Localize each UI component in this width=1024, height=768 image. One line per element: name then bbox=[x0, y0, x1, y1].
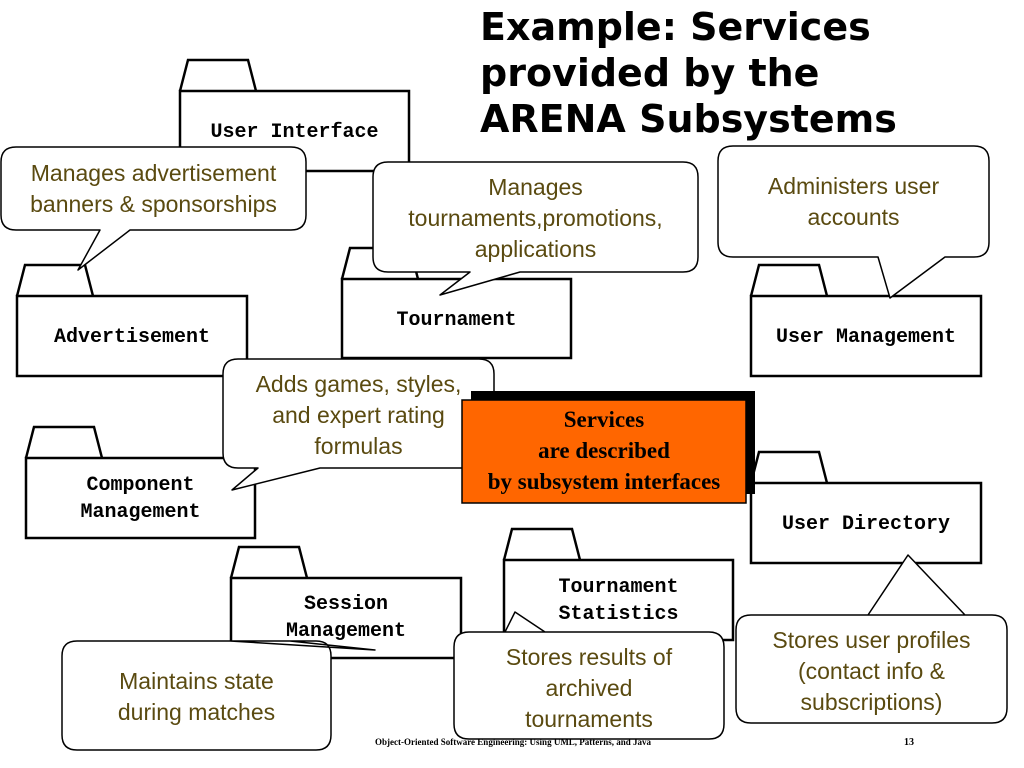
package-label-user-directory: User Directory bbox=[781, 513, 951, 536]
package-component-management bbox=[24, 425, 257, 540]
package-label-session-management: Session Management bbox=[285, 593, 407, 643]
package-label-tournament-statistics: Tournament Statistics bbox=[558, 576, 679, 626]
package-label-user-interface: User Interface bbox=[210, 121, 379, 144]
callout-advertisement-shape bbox=[0, 146, 307, 271]
slide-title: Example: Services provided by the ARENA … bbox=[480, 5, 897, 141]
callout-user-management: Administers user accounts bbox=[767, 173, 940, 230]
footer-text: Object-Oriented Software Engineering: Us… bbox=[375, 737, 652, 747]
callout-user-directory: Stores user profiles (contact info & sub… bbox=[772, 627, 971, 715]
package-tournament-statistics bbox=[502, 527, 735, 642]
note-box bbox=[461, 399, 747, 504]
package-label-advertisement: Advertisement bbox=[53, 326, 211, 349]
callout-component-management: Adds games, styles, and expert rating fo… bbox=[255, 371, 462, 459]
callout-session-management: Maintains state during matches bbox=[117, 668, 276, 725]
package-advertisement bbox=[15, 263, 249, 378]
callout-tournament-statistics: Stores results of archived tournaments bbox=[505, 644, 673, 732]
package-label-user-management: User Management bbox=[775, 326, 957, 349]
package-user-management bbox=[749, 263, 983, 378]
callout-tournament: Manages tournaments,promotions, applicat… bbox=[408, 174, 663, 262]
package-user-directory bbox=[749, 450, 983, 565]
callout-component-management-shape bbox=[222, 358, 495, 491]
callout-user-management-shape bbox=[717, 145, 990, 299]
callout-session-management-shape bbox=[61, 640, 376, 751]
callout-advertisement: Manages advertisement banners & sponsors… bbox=[30, 160, 277, 217]
callout-user-directory-shape bbox=[735, 554, 1008, 724]
services-note-text: Services are described by subsystem inte… bbox=[487, 406, 721, 494]
package-label-component-management: Component Management bbox=[80, 474, 201, 524]
page-number: 13 bbox=[904, 737, 914, 748]
callout-tournament-shape bbox=[372, 161, 699, 296]
package-label-tournament: Tournament bbox=[396, 309, 517, 332]
callout-tournament-statistics-shape bbox=[453, 611, 725, 740]
